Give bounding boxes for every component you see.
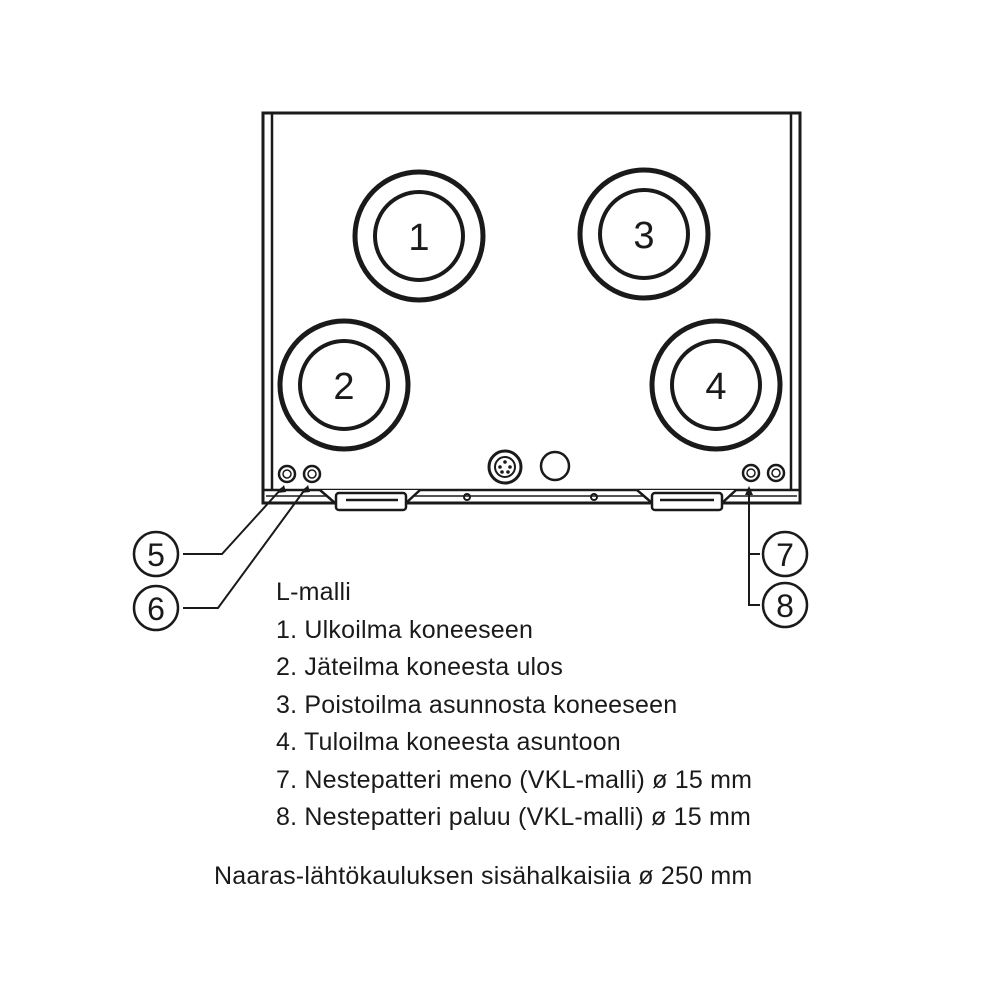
footnote-collar-diameter: Naaras-lähtökauluksen sisähalkaisiia ø 2… [214,862,753,890]
leader-line-6 [183,487,307,609]
pipe-connection-7 [741,463,761,483]
duct-port-1: 1 [352,169,486,303]
callout-label-6: 6 [147,591,165,627]
base-bracket-left [319,489,421,512]
leader-line-8 [748,490,760,606]
screw-hole-left [463,493,471,501]
legend-item-3: 3. Poistoilma asunnosta koneeseen [276,690,678,719]
port-label-3: 3 [633,215,654,257]
duct-port-4: 4 [649,318,783,452]
leader-lines [183,487,760,609]
screw-hole-right [590,493,598,501]
callout-5: 5 [132,530,180,578]
cable-gland-icon [539,450,571,482]
arrowhead-7-8 [745,486,753,495]
legend-title: L-malli [276,578,352,606]
port-label-2: 2 [333,366,354,408]
callout-6: 6 [132,584,180,632]
callout-label-5: 5 [147,537,165,573]
electrical-connector-icon [487,449,523,485]
legend-item-1: 1. Ulkoilma koneeseen [276,615,534,644]
arrowhead-5 [277,485,286,493]
port-label-1: 1 [408,217,429,259]
duct-port-3: 3 [577,167,711,301]
legend-item-4: 4. Tuloilma koneesta asuntoon [276,728,621,756]
port-label-4: 4 [705,366,726,408]
callout-label-7: 7 [776,537,794,573]
duct-port-2: 2 [277,318,411,452]
pipe-connection-5 [277,464,297,484]
pipe-connection-8 [766,463,786,483]
pipe-connection-6 [302,464,322,484]
legend-item-2: 2. Jäteilma koneesta ulos [276,653,564,681]
base-bracket-right [636,489,737,512]
callout-7: 7 [761,530,809,578]
callout-label-8: 8 [776,588,794,624]
arrowhead-6 [301,485,310,493]
legend: L-malli 1. Ulkoilma koneeseen 2. Jäteilm… [276,574,752,837]
leader-line-5 [183,487,283,555]
legend-item-7: 7. Nestepatteri meno (VKL-malli) ø 15 mm [276,765,753,794]
legend-item-8: 8. Nestepatteri paluu (VKL-malli) ø 15 m… [276,803,752,831]
callout-8: 8 [761,581,809,629]
